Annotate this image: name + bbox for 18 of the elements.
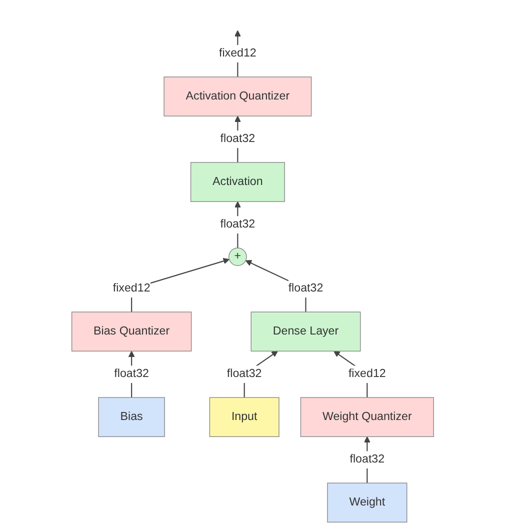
node-box: Bias Quantizer [72,312,192,352]
edge-label: float32 [114,368,150,380]
edge-label: float32 [227,368,262,380]
edge-label: fixed12 [219,47,257,60]
node-box: Weight [327,482,408,523]
edge-label: float32 [220,132,256,146]
node-box: Activation Quantizer [164,76,312,116]
node-circle: + [228,248,248,266]
node-box: Dense Layer [251,312,362,352]
edge-label: float32 [350,453,385,466]
edge-label: fixed12 [113,282,151,295]
node-box: Activation [190,162,286,202]
node-box: Bias [98,397,166,438]
edge-label: float32 [220,218,256,231]
edge-label: fixed12 [348,368,386,380]
node-box: Input [210,397,280,438]
edge-label: float32 [288,282,324,295]
node-box: Weight Quantizer [300,397,434,438]
